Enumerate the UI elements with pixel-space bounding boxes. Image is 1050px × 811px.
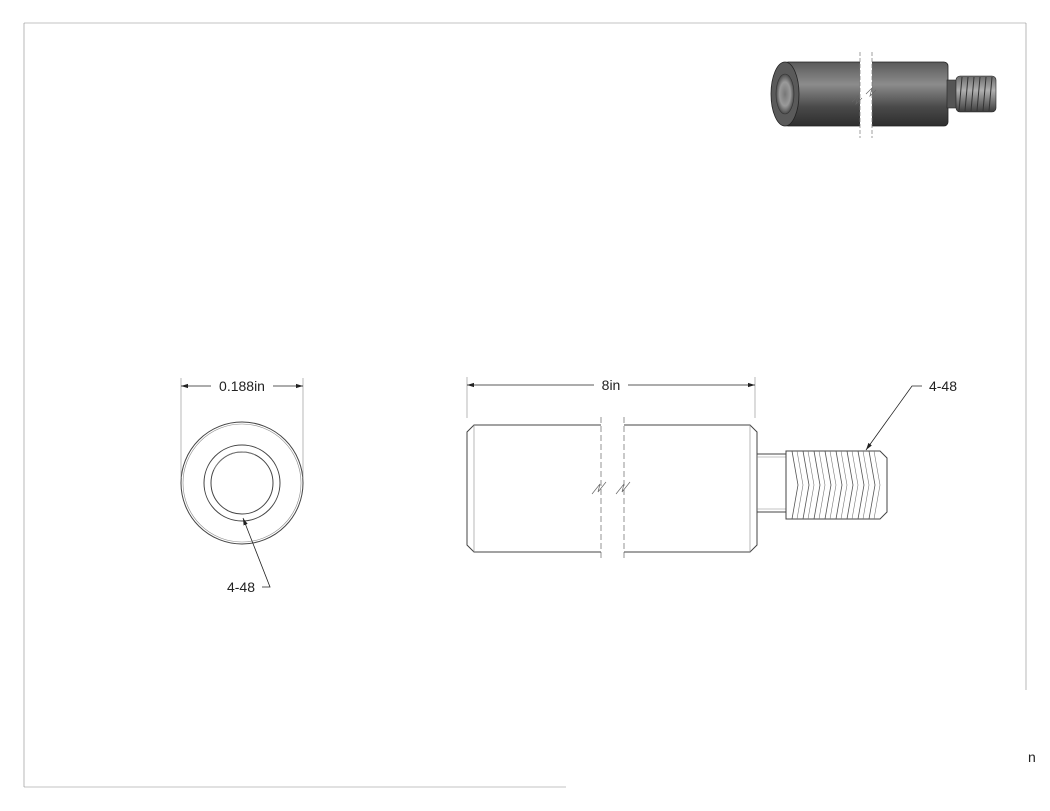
iso-neck [946,79,958,109]
break-lines [591,417,631,560]
diameter-label: 0.188in [219,378,265,394]
neck [756,453,787,513]
length-label: 8in [602,377,621,393]
iso-thread-ridges [958,76,993,112]
body-left-segment [466,424,601,553]
thread-flanks [791,450,876,520]
iso-break-gap [860,52,872,138]
front-view: 0.188in 4-48 [180,378,304,595]
diameter-dimension: 0.188in [180,378,304,478]
front-thread-callout: 4-48 [227,517,271,595]
body-right-segment [624,424,758,553]
side-thread-label: 4-48 [929,378,957,394]
front-thread-label: 4-48 [227,579,255,595]
threaded-stud [785,450,888,520]
iso-threaded-hole [775,73,795,115]
counterbore-circle [203,444,281,522]
isometric-view [770,52,997,138]
sheet-frame [23,22,1027,788]
outer-circle [180,421,304,545]
length-dimension: 8in [466,377,756,418]
side-thread-callout: 4-48 [865,378,957,451]
side-view: 8in 4-48 [466,377,957,560]
outer-chamfer-circle [182,423,302,543]
edge-text-fragment: n [1028,749,1036,765]
thread-minor-circle [210,451,274,515]
